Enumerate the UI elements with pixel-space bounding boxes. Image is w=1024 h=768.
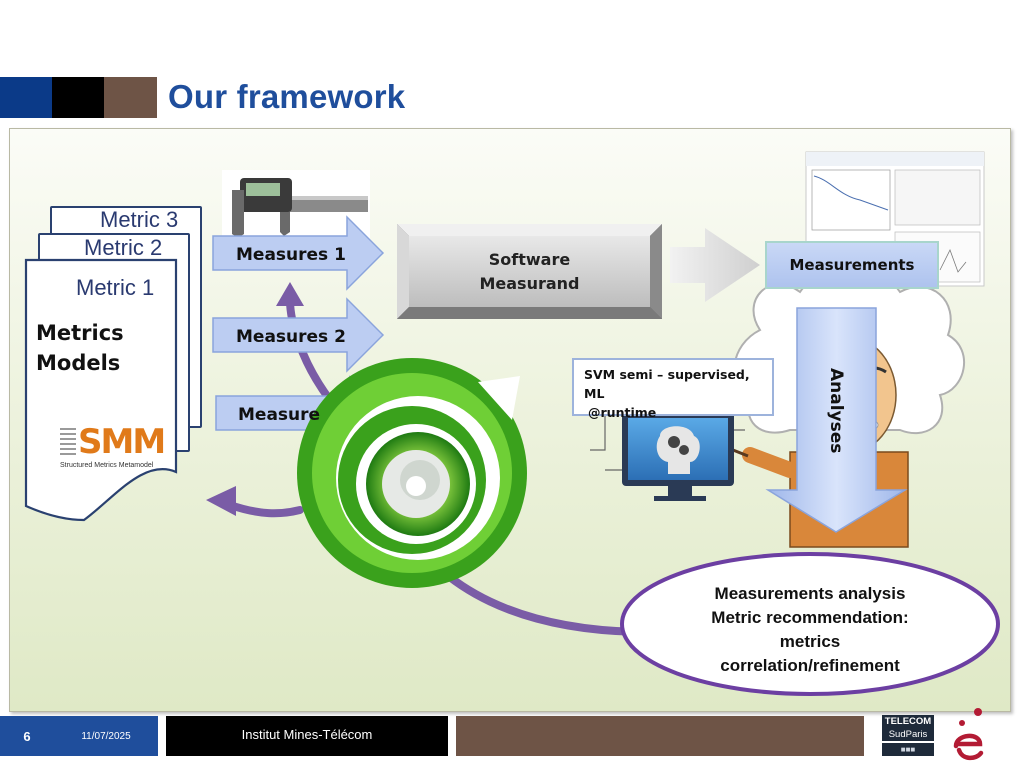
analysis-line4: correlation/refinement <box>720 656 900 675</box>
measures-1-label: Measures 1 <box>236 245 346 265</box>
metric-2-label: Metric 2 <box>84 235 163 260</box>
metrics-models-line1: Metrics <box>36 321 124 345</box>
svm-line2: @runtime <box>588 405 657 420</box>
metrics-models-label: Metrics Models <box>36 318 124 378</box>
telecom-logo-line3: ■■■ <box>882 743 934 756</box>
software-measurand-label: Software Measurand <box>397 248 662 296</box>
svm-line1: SVM semi – supervised, ML <box>584 367 750 401</box>
analysis-line1: Measurements analysis <box>714 584 906 603</box>
e-logo-icon <box>953 708 984 761</box>
analysis-result-text: Measurements analysis Metric recommendat… <box>640 582 980 678</box>
telecom-logo-line1: TELECOM <box>882 715 934 728</box>
measures-2-label: Measures 2 <box>236 327 346 347</box>
metric-3-label: Metric 3 <box>100 207 179 232</box>
footer-brown-bar <box>456 716 864 756</box>
software-box-shape <box>397 224 662 319</box>
header-block-blue <box>0 77 52 118</box>
ml-monitor-icon <box>590 402 745 501</box>
smm-logo-lines <box>60 428 76 458</box>
software-line2: Measurand <box>479 274 580 293</box>
telecom-logo-line2: SudParis <box>882 728 934 741</box>
analysis-line2: Metric recommendation: <box>711 608 909 627</box>
measurements-box: Measurements <box>765 241 939 289</box>
analysis-line3: metrics <box>779 632 841 651</box>
telecom-sudparis-logo: TELECOM SudParis ■■■ <box>882 713 934 758</box>
slide-title: Our framework <box>168 78 406 115</box>
smm-caption: Structured Metrics Metamodel <box>60 462 154 469</box>
header-block-black <box>52 77 104 118</box>
software-to-measurements-arrow <box>670 228 760 302</box>
caliper-image <box>222 170 370 240</box>
analysis-ellipse <box>620 552 1000 696</box>
analyses-label: Analyses <box>826 368 846 454</box>
svm-box: SVM semi – supervised, ML @runtime <box>572 358 774 420</box>
analyses-arrow-shape <box>765 307 908 533</box>
smm-logo: SMM Structured Metrics Metamodel <box>58 422 166 474</box>
metrics-models-line2: Models <box>36 351 121 375</box>
software-line1: Software <box>488 250 571 269</box>
page-number: 6 <box>0 716 54 756</box>
green-swirl-logo <box>297 358 527 588</box>
smm-logo-text: SMM <box>78 422 166 462</box>
measures-3-label: Measures 3 <box>238 405 320 425</box>
metric-1-label: Metric 1 <box>76 275 155 300</box>
header-block-brown <box>104 77 157 118</box>
footer-institution: Institut Mines-Télécom <box>166 716 448 756</box>
footer-date: 11/07/2025 <box>54 716 158 756</box>
